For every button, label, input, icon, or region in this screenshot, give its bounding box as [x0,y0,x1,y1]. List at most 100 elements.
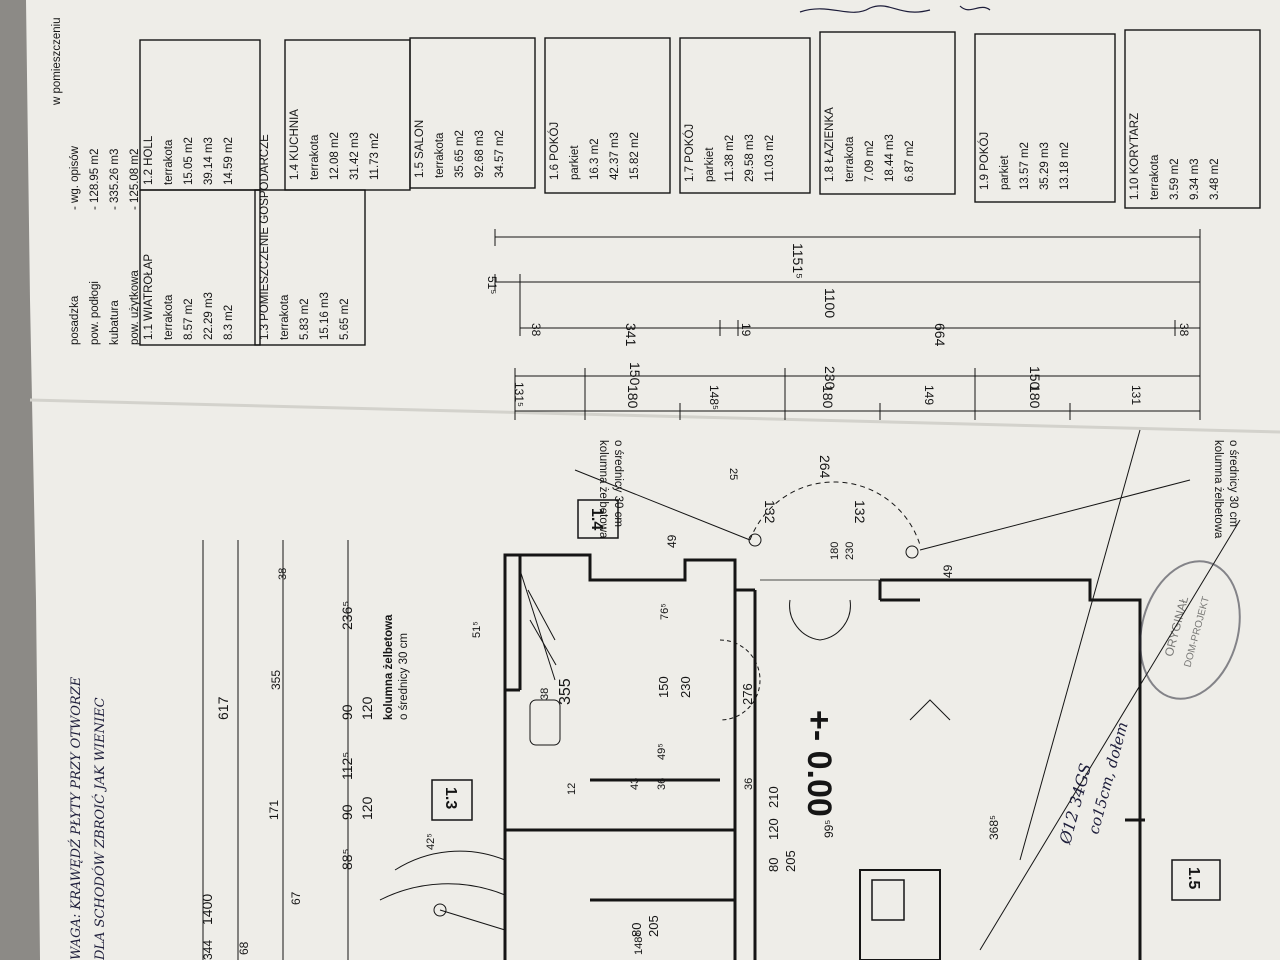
room-volume: 92.68 m3 [474,130,486,178]
summary-label-1: pow. podłogi [89,281,101,345]
dim-38-c: 38 [539,688,551,700]
tag-13: 1.3 [442,787,459,809]
summary-label-3: pow. użytkowa [129,270,141,345]
room-floor: terrakota [163,294,175,340]
room-1-6: 1.6 POKÓJ parkiet 16.3 m2 42.37 m3 15.82… [548,122,641,180]
dim-25: 25 [727,468,739,480]
room-box-1-7 [679,37,811,194]
dim-150-b: 150 [1027,366,1043,390]
room-floor: terrakota [163,139,175,185]
room-name: 1.9 POKÓJ [978,132,991,190]
room-usable: 34.57 m2 [494,130,506,178]
summary-value-0: - wg. opisów [69,145,81,210]
column-bottom-line1: kolumna żelbetowa [1212,440,1224,539]
dim-205-a: 205 [783,850,798,872]
room-1-10: 1.10 KORYTARZ terrakota 3.59 m2 9.34 m3 … [1129,113,1221,200]
signature-mark [799,5,991,13]
dim-664: 664 [932,323,948,347]
dim-80-b: 80 [629,923,644,937]
dim-341: 341 [623,323,639,347]
room-usable: 11.03 m2 [764,135,776,182]
column-left-line1: kolumna żelbetowa [383,614,395,720]
room-floor: terrakota [309,134,321,180]
dim-131: 131 [1129,385,1143,405]
dim-425: 42⁵ [425,833,437,850]
level-label: +- 0.00 [800,710,838,817]
dim-90-a: 90 [339,704,355,720]
dim-120-a: 120 [766,818,781,840]
dim-38-d: 38 [277,568,289,580]
dim-149: 149 [922,385,936,405]
dimension-lines [494,229,1201,420]
dim-276: 276 [740,683,755,705]
dim-36-a: 36 [656,778,668,790]
summary-label-2: kubatura [109,300,121,345]
room-floor: parkiet [704,147,716,182]
dim-49-b: 49 [941,564,955,578]
dim-230-c: 230 [844,542,856,560]
dim-38-a: 38 [529,323,543,337]
room-usable: 8.3 m2 [223,305,235,340]
room-volume: 9.34 m3 [1189,158,1201,200]
dim-180-d: 180 [829,542,841,560]
dim-3685: 368⁵ [987,815,1001,840]
room-area: 8.57 m2 [183,298,195,340]
dim-80-a: 80 [766,858,781,872]
floor-plan [503,553,1145,960]
room-usable: 15.82 m2 [629,132,641,180]
dim-150-c: 150 [656,676,671,698]
room-area: 12.08 m2 [329,132,341,180]
note-top-line1: WAGA: KRAWĘDŹ PŁYTY PRZY OTWORZE [68,676,84,960]
room-1-7: 1.7 POKÓJ parkiet 11.38 m2 29.58 m3 11.0… [683,124,776,182]
room-schedule [139,29,1261,346]
room-box-1-1 [139,189,261,346]
dim-1315: 131⁵ [512,382,526,407]
room-usable: 11.73 m2 [369,133,381,180]
room-name: 1.4 KUCHNIA [289,109,301,180]
dim-67: 67 [289,891,303,905]
room-name: 1.2 HOLL [143,135,155,185]
column-labels: kolumna żelbetowa o średnicy 30 cm kolum… [383,440,1239,720]
dim-132-a: 132 [762,500,778,524]
summary-label-0: posadzka [69,295,81,345]
room-usable: 3.48 m2 [1209,158,1221,200]
room-floor: parkiet [569,145,581,180]
room-box-1-5 [409,37,536,189]
note-top-line2: DLA SCHODÓW ZBROIĆ JAK WIENIEC [91,697,108,960]
dim-205-b: 205 [646,915,661,937]
interior-dims: 355 150 230 76⁵ 276 49⁵ 36 36 43 12 210 … [471,542,1001,955]
summary-value-1: - 128.95 m2 [89,149,101,210]
room-area: 7.09 m2 [864,140,876,182]
dim-210-a: 210 [766,786,781,808]
column-leaders [574,469,1191,559]
room-1-9: 1.9 POKÓJ parkiet 13.57 m2 35.29 m3 13.1… [978,132,1071,190]
dim-180-b: 180 [820,385,836,409]
room-name: 1.7 POKÓJ [683,124,696,182]
column-left-line2: o średnicy 30 cm [398,633,410,720]
room-area: 15.05 m2 [183,137,195,185]
dim-36-b: 36 [743,778,755,790]
dim-120-c: 120 [359,796,375,820]
tag-13-box [431,779,473,821]
tag-15: 1.5 [1185,867,1202,889]
tag-15-box [1171,859,1221,901]
dim-230-b: 230 [678,676,693,698]
summary-value-2: - 335.26 m3 [109,149,121,210]
paper-sheet [26,0,1280,960]
dim-19: 19 [739,323,753,337]
room-box-1-9 [974,33,1116,203]
dim-180-c: 180 [1027,385,1043,409]
dim-885: 88⁵ [339,849,355,870]
room-usable: 5.65 m2 [339,298,351,340]
room-volume: 31.42 m3 [349,132,361,180]
room-1-8: 1.8 ŁAZIENKA terrakota 7.09 m2 18.44 m3 … [824,107,916,182]
dim-43: 43 [629,778,641,790]
dim-515: 51⁵ [485,276,499,294]
room-usable: 6.87 m2 [904,140,916,182]
wall-salon [880,578,1142,960]
dimension-texts: 1151⁵ 1100 51⁵ 38 341 19 664 38 150 230 … [485,243,1191,578]
dim-355-b: 355 [269,670,283,690]
room-area: 13.57 m2 [1019,142,1031,190]
dim-90-b: 90 [339,804,355,820]
